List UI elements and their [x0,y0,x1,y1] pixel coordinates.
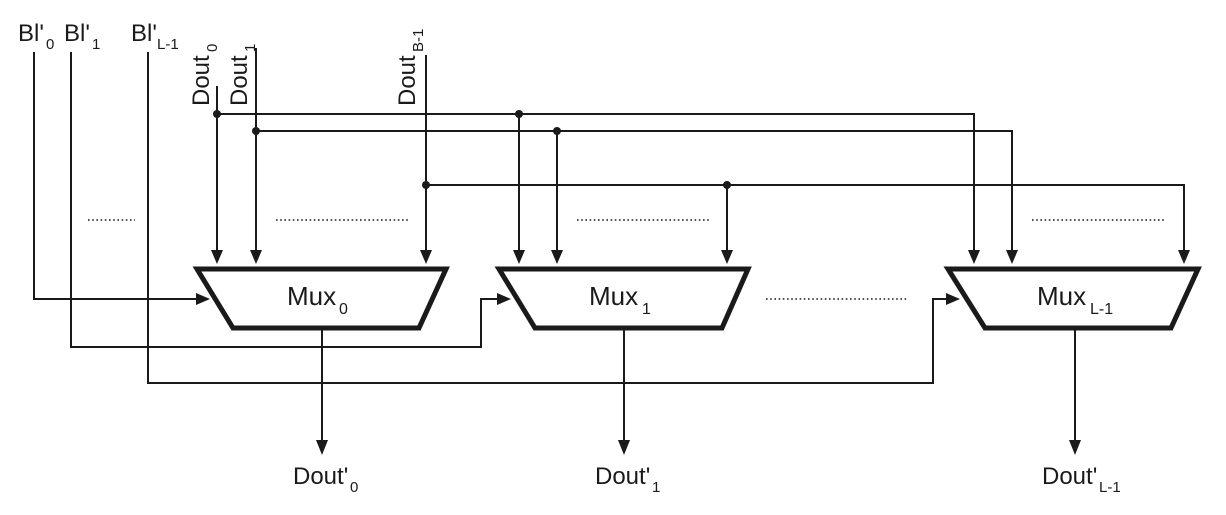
junction-dout-0-b [515,110,523,118]
bl-1-wire [70,52,497,348]
dout-label-0-sub: 0 [204,44,221,52]
mux-1-label: Mux [589,281,638,311]
dout-label-0: Dout 0 [188,44,221,106]
mux-l-1: Mux L-1 [943,266,1202,331]
input-label-bl-0-base: Bl' [18,20,44,47]
output-label-0-base: Dout' [293,463,348,490]
mux-1-body [494,266,752,331]
dout-label-1: Dout 1 [226,44,259,106]
output-label-l-1: Dout' L-1 [1042,463,1121,496]
output-label-1: Dout' 1 [595,463,660,496]
junction-dout-0-a [213,110,221,118]
bl-0-wire [33,52,196,300]
dout-0-bus [217,113,975,250]
arrow-bl-0 [196,293,210,305]
mux-l-1-label: Mux [1037,281,1086,311]
input-label-bl-0-sub: 0 [46,36,54,53]
arrow-out-l-1 [1069,440,1081,455]
ellipsis-dots [88,219,1164,300]
input-label-bl-1: Bl' 1 [64,20,100,53]
arrow-out-1 [618,440,630,455]
junction-dout-b-1-b [723,181,731,189]
dout-b-1-bus [426,184,1185,250]
mux-0-label: Mux [287,281,336,311]
output-label-0: Dout' 0 [293,463,358,496]
junction-dout-1-a [252,127,260,135]
output-label-1-base: Dout' [595,463,650,490]
mux-0-body [192,266,450,331]
arrow-down-mux-l-1-b [1006,250,1018,264]
output-label-1-sub: 1 [652,479,660,496]
arrow-down-mux-1-b [551,250,563,264]
arrow-bl-l-1 [946,293,960,305]
junction-dout-b-1-a [422,181,430,189]
arrow-down-mux-l-1-a [968,250,980,264]
arrow-out-0 [316,440,328,455]
bl-l-1-wire [147,52,946,384]
junction-dout-1-b [553,127,561,135]
dout-label-1-base: Dout [226,55,253,106]
input-label-bl-l-1-base: Bl' [131,20,157,47]
dout-label-b-1: Dout B-1 [394,29,427,106]
output-label-l-1-sub: L-1 [1099,479,1121,496]
mux-0: Mux 0 [192,266,450,331]
dout-label-0-base: Dout [188,55,215,106]
dout-label-b-1-base: Dout [394,55,421,106]
input-label-bl-l-1: Bl' L-1 [131,20,179,53]
dout-label-1-sub: 1 [242,44,259,52]
dout-bus-wires [211,48,1190,264]
mux-0-sub: 0 [339,301,348,318]
select-wires [33,52,960,384]
mux-l-1-sub: L-1 [1090,301,1113,318]
arrow-bl-1 [497,293,511,305]
mux-1: Mux 1 [494,266,752,331]
output-label-l-1-base: Dout' [1042,463,1097,490]
output-wires [316,330,1081,455]
input-label-bl-1-sub: 1 [92,36,100,53]
dout-label-b-1-sub: B-1 [410,29,427,52]
arrow-down-mux-0-c [420,250,432,264]
arrow-down-mux-1-a [513,250,525,264]
output-label-0-sub: 0 [350,479,358,496]
input-label-bl-l-1-sub: L-1 [157,36,179,53]
mux-1-sub: 1 [642,301,651,318]
arrow-down-mux-0-b [250,250,262,264]
input-label-bl-0: Bl' 0 [18,20,54,53]
arrow-down-mux-1-c [721,250,733,264]
input-label-bl-1-base: Bl' [64,20,90,47]
dout-1-bus [256,130,1013,250]
arrow-down-mux-0-a [211,250,223,264]
arrow-down-mux-l-1-c [1178,250,1190,264]
mux-l-1-body [943,266,1202,331]
